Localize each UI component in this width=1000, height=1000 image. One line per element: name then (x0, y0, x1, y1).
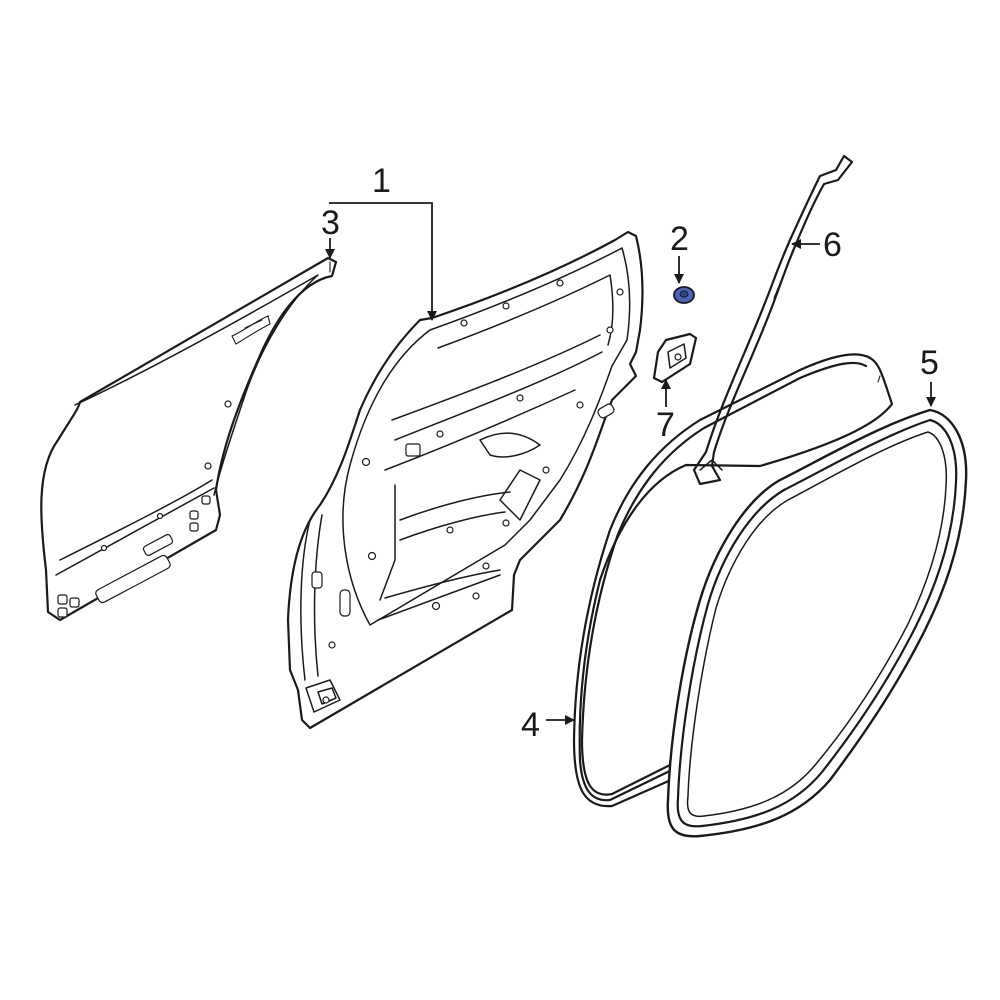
plug-grommet (673, 286, 695, 304)
leader-1 (329, 202, 437, 321)
window-frame-seal (692, 154, 854, 486)
door-side-weatherstrip (572, 353, 894, 808)
callout-5: 5 (920, 344, 939, 382)
callout-4: 4 (521, 706, 540, 744)
door-outer-skin-panel (40, 256, 338, 622)
body-side-weatherstrip (666, 408, 968, 838)
callout-1: 1 (372, 162, 391, 200)
callout-labels: 1 2 3 4 5 6 7 (321, 162, 939, 744)
door-frame-assembly (286, 230, 644, 730)
callout-6: 6 (823, 226, 842, 264)
callout-7: 7 (656, 406, 675, 444)
callout-3: 3 (321, 204, 340, 242)
mounting-bracket (652, 332, 698, 384)
callout-2: 2 (670, 220, 689, 258)
leader-lines (325, 202, 936, 725)
